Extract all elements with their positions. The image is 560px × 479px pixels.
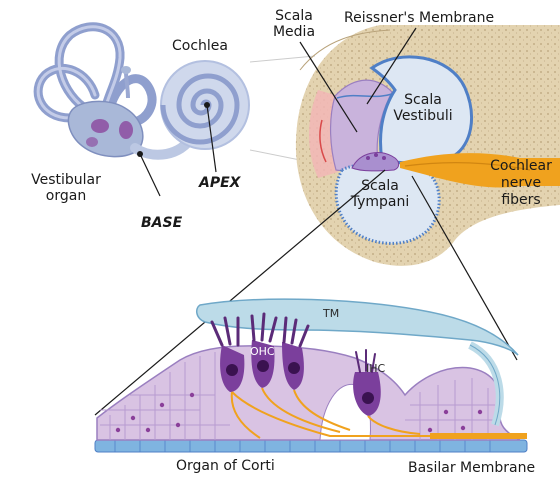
label-apex: APEX [199,175,240,191]
label-scala-tympani: Scala Tympani [342,178,418,210]
label-ihc: IHC [366,363,385,375]
label-vestibular-organ: Vestibular organ [18,172,114,204]
label-reissners-membrane: Reissner's Membrane [344,10,494,26]
label-basilar-membrane: Basilar Membrane [408,460,535,476]
label-scala-media: Scala Media [260,8,328,40]
label-cochlea: Cochlea [172,38,228,54]
label-cochlear-nerve-fibers: Cochlear nerve fibers [484,158,558,209]
basilar-membrane [95,440,527,452]
base-pointer-line [140,154,160,196]
cochlea-spiral [161,61,249,149]
label-tm: TM [323,308,339,320]
organ-of-corti-illustration [95,299,527,452]
label-organ-of-corti: Organ of Corti [176,458,275,474]
label-scala-vestibuli: Scala Vestibuli [388,92,458,124]
label-base: BASE [141,215,182,231]
label-ohc: OHC [250,346,275,358]
